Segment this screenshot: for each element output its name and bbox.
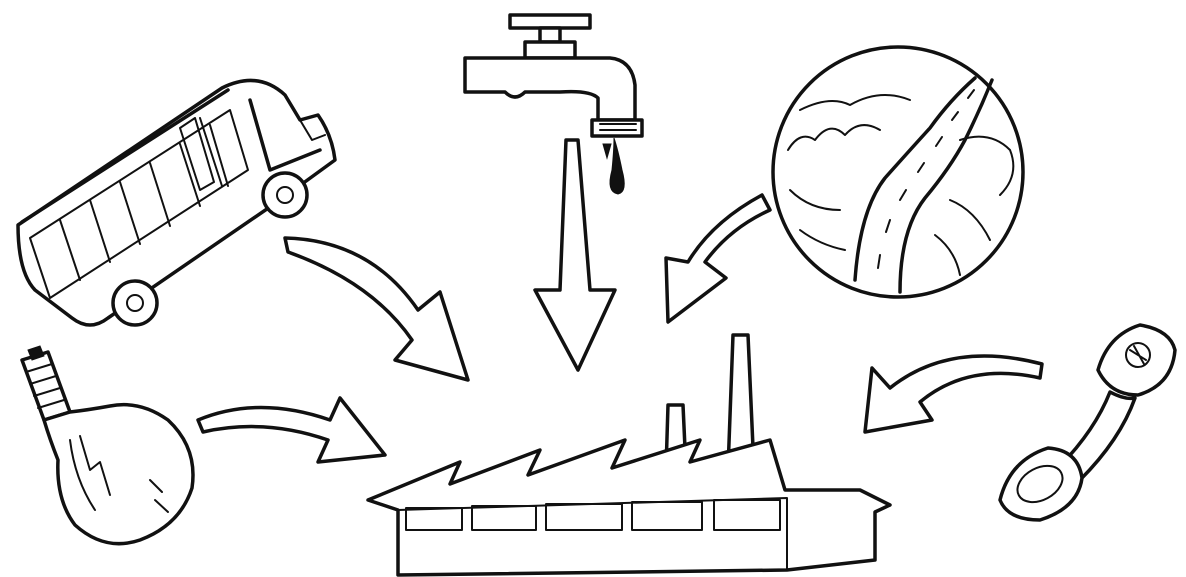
globe-icon [771, 45, 1025, 299]
arrow-bulb-to-factory [196, 396, 387, 464]
arrow-phone-to-factory [863, 354, 1044, 434]
arrow-globe-to-factory [664, 193, 772, 324]
lightbulb-icon [20, 345, 195, 546]
arrow-bus-to-factory [283, 236, 470, 382]
bus-icon [16, 78, 337, 327]
arrow-faucet-to-factory [533, 138, 617, 372]
telephone-icon [998, 323, 1177, 522]
factory-icon [366, 333, 892, 577]
faucet-icon [463, 13, 644, 195]
